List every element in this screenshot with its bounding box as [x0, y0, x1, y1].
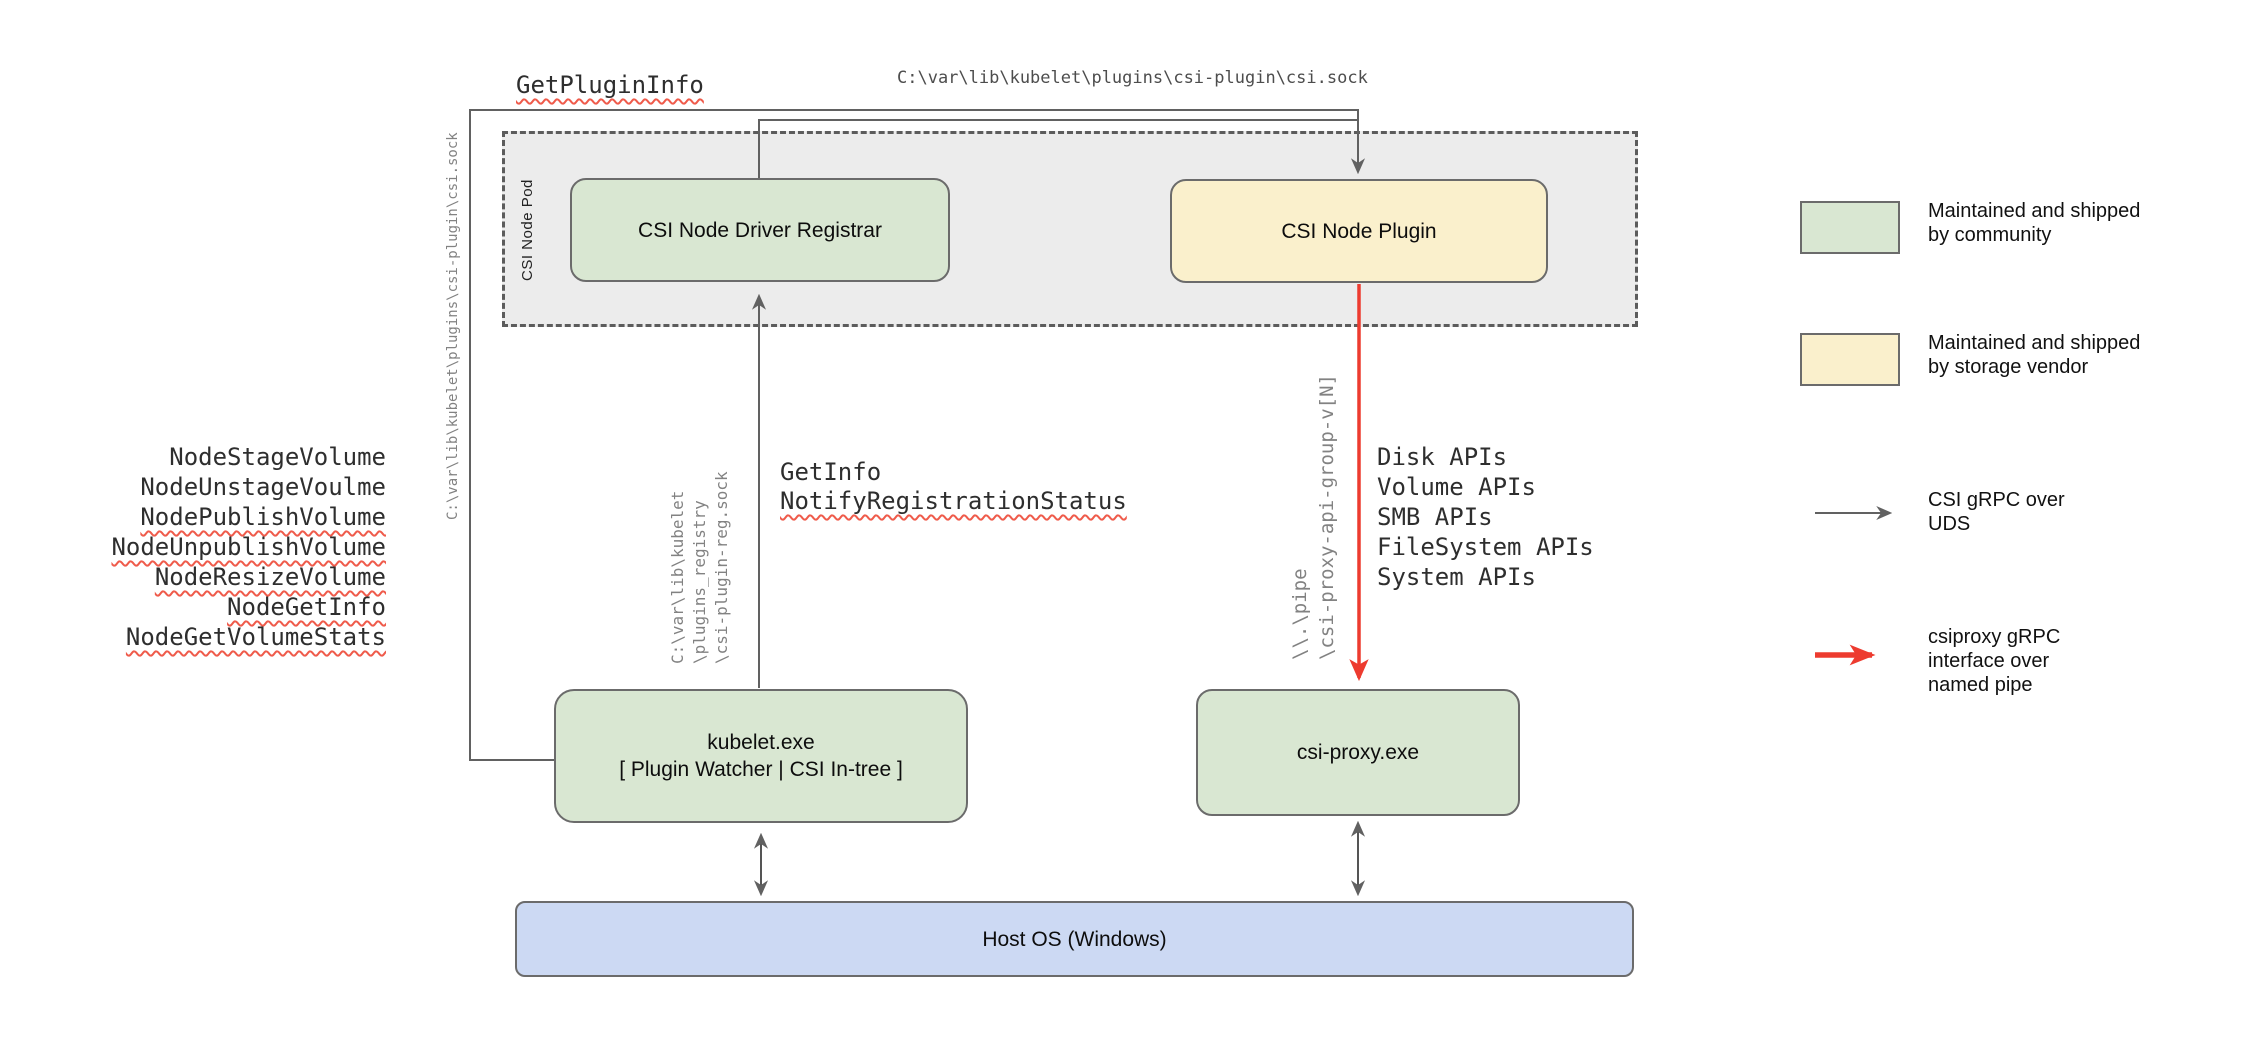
- legend-community-label: Maintained and shipped by community: [1928, 200, 2141, 246]
- host-os-box: Host OS (Windows): [515, 901, 1634, 977]
- registration-calls: GetInfo NotifyRegistrationStatus: [780, 458, 1127, 516]
- csi-node-driver-registrar-label: CSI Node Driver Registrar: [638, 218, 882, 242]
- get-info-label: GetInfo: [780, 458, 882, 486]
- proxy-api-item: Disk APIs: [1377, 443, 1508, 471]
- node-api-item: NodeGetVolumeStats: [125, 623, 386, 651]
- node-api-item: NodeUnpublishVolume: [111, 533, 386, 561]
- proxy-api-list: Disk APIs Volume APIs SMB APIs FileSyste…: [1377, 442, 1594, 592]
- node-api-item: NodeStageVolume: [169, 443, 386, 471]
- notify-registration-status-label: NotifyRegistrationStatus: [780, 487, 1127, 515]
- proxy-api-item: Volume APIs: [1377, 473, 1536, 501]
- csi-node-pod-label: CSI Node Pod: [519, 179, 536, 281]
- csi-proxy-box: csi-proxy.exe: [1196, 689, 1520, 816]
- host-os-label: Host OS (Windows): [982, 927, 1167, 951]
- proxy-api-item: SMB APIs: [1377, 503, 1493, 531]
- node-api-list: NodeStageVolume NodeUnstageVoulme NodePu…: [85, 442, 386, 652]
- legend-community-swatch: [1800, 201, 1900, 254]
- legend-vendor-label: Maintained and shipped by storage vendor: [1928, 332, 2141, 378]
- node-api-item: NodePublishVolume: [140, 503, 386, 531]
- kubelet-box: kubelet.exe [ Plugin Watcher | CSI In-tr…: [554, 689, 968, 823]
- legend-vendor-swatch: [1800, 333, 1900, 386]
- csi-node-driver-registrar-box: CSI Node Driver Registrar: [570, 178, 950, 282]
- kubelet-sublabel: [ Plugin Watcher | CSI In-tree ]: [619, 758, 903, 781]
- node-api-item: NodeResizeVolume: [154, 563, 386, 591]
- proxy-api-item: System APIs: [1377, 563, 1536, 591]
- csi-proxy-label: csi-proxy.exe: [1296, 741, 1420, 764]
- node-api-item: NodeGetInfo: [227, 593, 386, 621]
- get-plugin-info-label: GetPluginInfo: [516, 71, 704, 99]
- csi-node-plugin-box: CSI Node Plugin: [1170, 179, 1548, 283]
- proxy-api-item: FileSystem APIs: [1377, 533, 1594, 561]
- left-csi-sock-rotated-label: C:\var\lib\kubelet\plugins\csi-plugin\cs…: [445, 132, 461, 520]
- legend-uds-label: CSI gRPC over UDS: [1928, 489, 2065, 535]
- csi-node-plugin-label: CSI Node Plugin: [1281, 219, 1437, 243]
- kubelet-label: kubelet.exe: [707, 731, 815, 754]
- csi-sock-path-label: C:\var\lib\kubelet\plugins\csi-plugin\cs…: [897, 68, 1368, 88]
- legend-namedpipe-label: csiproxy gRPC interface over named pipe: [1928, 626, 2061, 696]
- node-api-item: NodeUnstageVoulme: [140, 473, 386, 501]
- plugin-registry-sock-rotated-label: C:\var\lib\kubelet \plugins_registry \cs…: [668, 471, 731, 664]
- named-pipe-rotated-label: \\.\pipe \csi-proxy-api-group-v[N]: [1289, 374, 1338, 660]
